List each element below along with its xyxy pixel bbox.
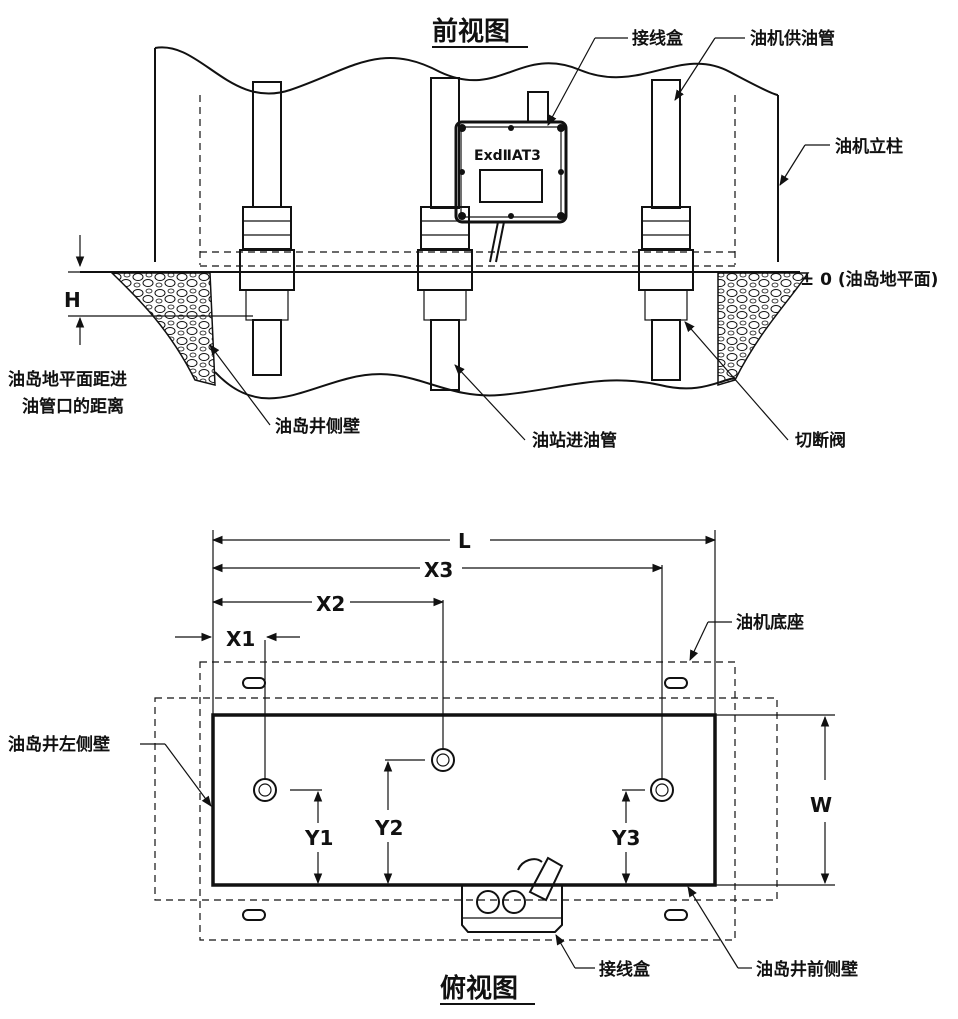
label-X3: X3 xyxy=(424,558,453,582)
label-inlet-pipe: 油站进油管 xyxy=(532,430,617,451)
label-X1: X1 xyxy=(226,627,255,651)
label-h-desc-2: 油管口的距离 xyxy=(22,396,124,417)
front-view: 前视图 xyxy=(8,16,938,451)
label-column: 油机立柱 xyxy=(835,136,903,157)
hole-1 xyxy=(253,778,277,802)
junction-box-front: ExdⅡAT3 xyxy=(454,91,568,263)
junction-box-marking: ExdⅡAT3 xyxy=(474,148,541,164)
valve-middle xyxy=(417,249,473,291)
label-X2: X2 xyxy=(316,592,345,616)
front-view-title: 前视图 xyxy=(432,16,510,47)
column-break-top xyxy=(154,46,779,96)
label-shutoff-valve: 切断阀 xyxy=(795,430,846,451)
base-outer xyxy=(154,697,778,901)
inlet-pipe-middle xyxy=(430,319,460,391)
top-view-title: 俯视图 xyxy=(440,973,518,1004)
hole-3 xyxy=(650,778,674,802)
pit-break-bottom xyxy=(214,371,736,400)
top-view: L X3 X2 X1 W Y1 Y2 Y3 xyxy=(8,529,858,1005)
label-junction-box-top: 接线盒 xyxy=(599,959,651,980)
right-gravel xyxy=(717,272,810,387)
label-front-wall: 油岛井前侧壁 xyxy=(756,959,858,980)
valve-right xyxy=(638,249,694,291)
fitting-right xyxy=(641,206,691,250)
junction-box-top xyxy=(461,856,564,933)
label-ground-level: ± 0 (油岛地平面) xyxy=(800,269,938,290)
label-Y2: Y2 xyxy=(374,816,403,840)
pit-outline xyxy=(211,713,717,887)
left-gravel xyxy=(110,272,216,386)
fitting-left xyxy=(242,206,292,250)
label-h: H xyxy=(64,288,81,312)
valve-left xyxy=(239,249,295,291)
label-base: 油机底座 xyxy=(736,612,804,633)
supply-pipe-left xyxy=(252,81,282,208)
dispenser-base xyxy=(199,661,736,941)
label-L: L xyxy=(458,529,471,553)
label-left-wall: 油岛井左侧壁 xyxy=(8,734,110,755)
label-supply-pipe: 油机供油管 xyxy=(750,28,835,49)
label-junction-box-front: 接线盒 xyxy=(632,28,684,49)
inlet-pipe-left xyxy=(252,319,282,376)
label-W: W xyxy=(810,793,832,817)
label-pit-side-wall: 油岛井侧壁 xyxy=(275,416,360,437)
label-Y3: Y3 xyxy=(611,826,640,850)
inlet-pipe-right xyxy=(651,319,681,381)
label-Y1: Y1 xyxy=(304,826,333,850)
label-h-desc-1: 油岛地平面距进 xyxy=(8,369,127,390)
hole-2 xyxy=(431,748,455,772)
